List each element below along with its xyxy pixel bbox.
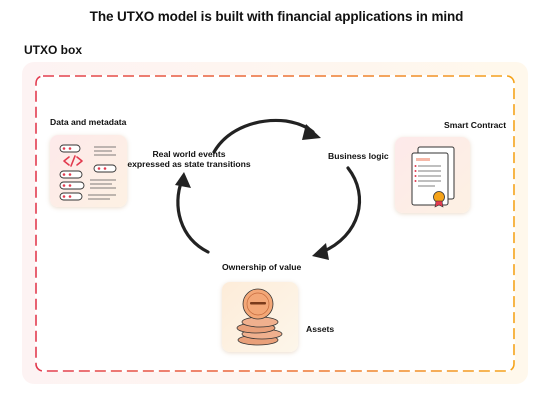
utxo-box-label: UTXO box	[24, 43, 83, 57]
data-metadata-label: Data and metadata	[50, 117, 127, 127]
document-seal-icon	[411, 146, 455, 208]
arrow-left	[176, 178, 210, 254]
utxo-box-dashed-border	[35, 75, 515, 372]
coin-stack-icon	[236, 288, 283, 346]
arrow-right	[320, 166, 362, 254]
business-logic-label: Business logic	[328, 151, 389, 161]
assets-label: Assets	[306, 324, 335, 334]
smart-contract-label: Smart Contract	[444, 120, 507, 130]
ownership-of-value-label: Ownership of value	[222, 262, 302, 272]
assets-card	[222, 282, 298, 352]
real-world-line2: expressed as state transitions	[127, 159, 251, 169]
page-title: The UTXO model is built with financial a…	[89, 9, 464, 24]
data-metadata-card	[50, 135, 127, 207]
arrow-left-head	[175, 172, 191, 188]
arrow-right-head	[312, 243, 329, 260]
smart-contract-card	[395, 137, 470, 213]
real-world-line1: Real world events	[152, 149, 226, 159]
real-world-events-label: Real world events expressed as state tra…	[120, 149, 258, 169]
code-blocks-icon	[59, 144, 117, 201]
arrow-top	[212, 118, 315, 154]
arrow-top-head	[302, 124, 321, 140]
